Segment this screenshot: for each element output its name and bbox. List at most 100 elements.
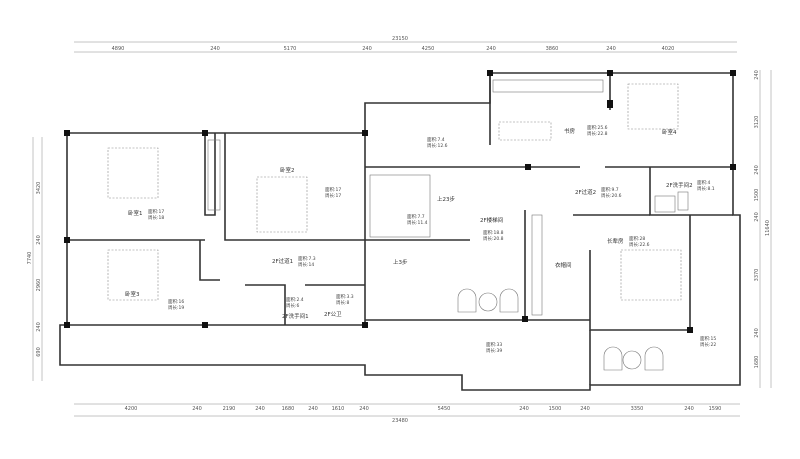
furniture: [107, 79, 689, 371]
dim-right: 240: [754, 165, 760, 175]
dim-top: 240: [362, 46, 372, 52]
dim-bottom: 240: [684, 406, 694, 412]
walls: [59, 72, 741, 391]
dim-bottom: 240: [192, 406, 202, 412]
room-name: 2F过道2: [575, 188, 596, 196]
dim-top: 4890: [112, 46, 125, 52]
room-area: 面积:2.4: [286, 296, 304, 303]
dim-left: 240: [36, 235, 42, 245]
room-area: 面积:17: [325, 186, 341, 193]
dim-left-total: 7740: [27, 252, 33, 265]
room-area: 面积:33: [486, 341, 502, 348]
room-name: 长辈房: [607, 237, 624, 245]
dim-bottom: 1610: [332, 406, 345, 412]
room-perimeter: 周长:6: [286, 302, 300, 309]
dim-bottom: 240: [308, 406, 318, 412]
stairs-steps-label: 上23步: [437, 195, 455, 203]
room-name: 卧室2: [280, 166, 295, 174]
room-bedroom2: 卧室2 面积:17 周长:17: [280, 166, 341, 199]
room-perimeter: 周长:19: [168, 304, 184, 311]
room-area: 面积:17: [148, 208, 164, 215]
room-perimeter: 周长:8.1: [697, 185, 715, 192]
dimension-labels: 23150 4890 240 5170 240 4250 240 3860 24…: [27, 36, 771, 424]
room-bedroom3: 卧室3 面积:16 周长:19: [125, 290, 184, 311]
room-name: 2F洗手间2: [666, 181, 693, 189]
dim-left: 2960: [36, 279, 42, 292]
room-upper-center: 面积:7.4 周长:12.6: [427, 136, 448, 149]
dim-top: 3860: [546, 46, 559, 52]
dim-right: 3370: [754, 269, 760, 282]
dim-bottom: 2190: [223, 406, 236, 412]
room-perimeter: 周长:14: [298, 261, 314, 268]
room-area: 面积:15: [700, 335, 716, 342]
dim-right-total: 11640: [765, 220, 771, 236]
room-area: 面积:7.3: [298, 255, 316, 262]
dim-bottom: 240: [580, 406, 590, 412]
balcony-bottom: 面积:33 周长:39: [486, 341, 502, 354]
room-study: 书房 面积:25.6 周长:22.8: [564, 124, 608, 137]
room-name: 卧室4: [662, 128, 677, 136]
room-perimeter: 周长:8: [336, 299, 350, 306]
dim-bottom: 1500: [549, 406, 562, 412]
dim-left: 3420: [36, 182, 42, 195]
room-name: 卧室3: [125, 290, 140, 298]
dim-right: 1500: [754, 189, 760, 202]
room-name: 2F楼梯间: [480, 216, 503, 224]
dim-bottom: 4200: [125, 406, 138, 412]
room-perimeter: 周长:22.8: [587, 130, 608, 137]
dim-right: 1680: [754, 356, 760, 369]
dim-left: 690: [36, 347, 42, 357]
steps-3-label: 上3步: [393, 258, 408, 266]
dim-bottom: 240: [519, 406, 529, 412]
room-name: 2F洗手间1: [282, 312, 309, 320]
dim-top: 5170: [284, 46, 297, 52]
room-washroom1: 面积:2.4 周长:6 2F洗手间1: [282, 296, 309, 320]
room-perimeter: 周长:39: [486, 347, 502, 354]
dim-bottom-total: 23480: [392, 418, 408, 424]
dim-right: 240: [754, 212, 760, 222]
dim-right: 240: [754, 328, 760, 338]
dim-bottom: 240: [359, 406, 369, 412]
room-perimeter: 周长:11.4: [407, 219, 428, 226]
room-name: 2F过道1: [272, 257, 293, 265]
room-area: 面积:7.4: [427, 136, 445, 143]
room-area: 面积:9.7: [601, 186, 619, 193]
dim-bottom: 1680: [282, 406, 295, 412]
room-corridor1: 2F过道1 面积:7.3 周长:14: [272, 255, 316, 268]
dim-top: 240: [606, 46, 616, 52]
room-washroom2: 2F洗手间2 面积:4 周长:8.1: [666, 179, 715, 192]
room-corridor2: 2F过道2 面积:9.7 周长:20.6: [575, 186, 622, 199]
room-name: 卧室1: [128, 209, 143, 217]
room-area: 面积:16: [168, 298, 184, 305]
room-public-bath: 面积:3.3 周长:8 2F公卫: [324, 293, 354, 318]
dim-bottom: 3350: [631, 406, 644, 412]
room-stairs: 上23步 面积:7.7 周长:11.4: [407, 195, 455, 226]
dim-top: 240: [486, 46, 496, 52]
room-perimeter: 周长:22: [700, 341, 716, 348]
room-perimeter: 周长:22.6: [629, 241, 650, 248]
dim-top: 240: [210, 46, 220, 52]
room-bedroom4: 卧室4: [662, 128, 677, 136]
room-perimeter: 周长:17: [325, 192, 341, 199]
room-name: 书房: [564, 127, 576, 135]
dim-bottom: 240: [255, 406, 265, 412]
structural-columns: [64, 70, 736, 333]
room-perimeter: 周长:18: [148, 214, 164, 221]
dim-top: 4250: [422, 46, 435, 52]
room-name: 2F公卫: [324, 311, 342, 318]
room-area: 面积:7.7: [407, 213, 425, 220]
dimension-lines: [32, 41, 772, 417]
room-bedroom1: 卧室1 面积:17 周长:18: [128, 208, 164, 221]
dim-right: 240: [754, 70, 760, 80]
dim-right: 3120: [754, 116, 760, 129]
room-elder: 长辈房 面积:28 周长:22.6: [607, 235, 650, 248]
room-area: 面积:3.3: [336, 293, 354, 300]
room-perimeter: 周长:12.6: [427, 142, 448, 149]
room-area: 面积:28: [629, 235, 645, 242]
dim-bottom: 1590: [709, 406, 722, 412]
dim-top-total: 23150: [392, 36, 408, 42]
balcony-right: 面积:15 周长:22: [700, 335, 716, 348]
room-area: 面积:18.8: [483, 229, 504, 236]
dim-left: 240: [36, 322, 42, 332]
